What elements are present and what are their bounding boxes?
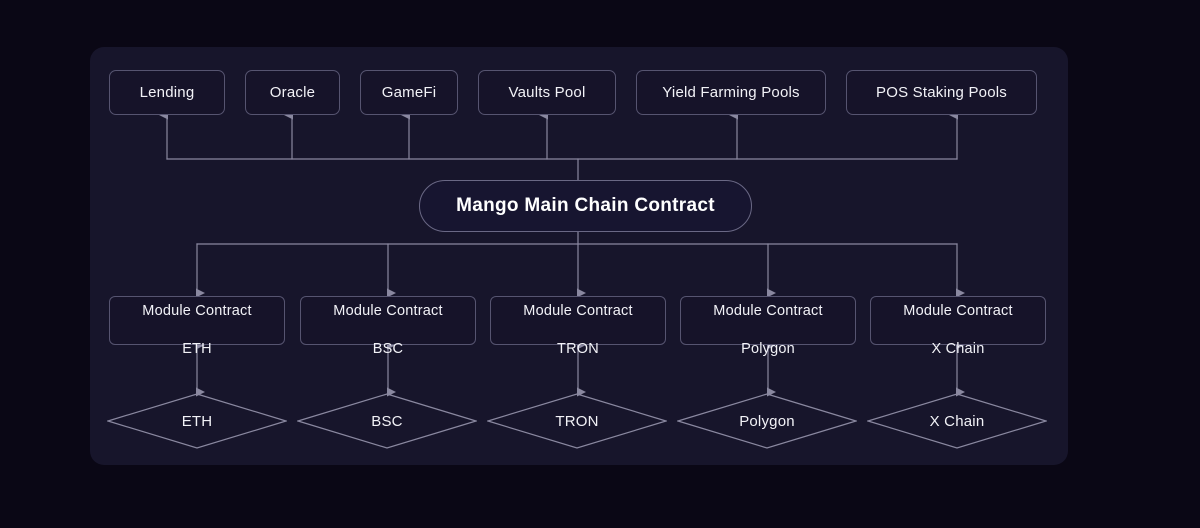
- node-chain-bsc[interactable]: BSC: [297, 393, 477, 449]
- node-lending[interactable]: Lending: [109, 70, 225, 115]
- module-contract-x-chain-label: Module Contract X Chain: [903, 283, 1012, 359]
- module-line-1: Module Contract: [333, 302, 443, 319]
- node-chain-tron[interactable]: TRON: [487, 393, 667, 449]
- module-line-2: Polygon: [741, 340, 795, 357]
- diamond-shape-eth: [107, 393, 287, 449]
- module-contract-tron-label: Module Contract TRON: [523, 283, 632, 359]
- module-contract-polygon-label: Module Contract Polygon: [713, 283, 822, 359]
- node-chain-eth[interactable]: ETH: [107, 393, 287, 449]
- node-module-contract-tron[interactable]: Module Contract TRON: [490, 296, 666, 357]
- module-line-1: Module Contract: [142, 302, 252, 319]
- diamond-shape-bsc: [297, 393, 477, 449]
- module-contract-eth-label: Module Contract ETH: [142, 283, 251, 359]
- node-module-contract-bsc[interactable]: Module Contract BSC: [300, 296, 476, 357]
- node-module-contract-eth[interactable]: Module Contract ETH: [109, 296, 285, 357]
- module-line-2: ETH: [182, 340, 212, 357]
- chain-label-eth: ETH: [181, 412, 213, 430]
- node-yield-farming-pools[interactable]: Yield Farming Pools: [636, 70, 826, 115]
- diamond-shape-x-chain: [867, 393, 1047, 449]
- diamond-shape-polygon: [677, 393, 857, 449]
- node-pos-staking-pools[interactable]: POS Staking Pools: [846, 70, 1037, 115]
- node-mango-main-chain-contract[interactable]: Mango Main Chain Contract: [419, 180, 752, 232]
- module-line-1: Module Contract: [713, 302, 823, 319]
- architecture-panel: Lending Oracle GameFi Vaults Pool Yield …: [90, 47, 1068, 465]
- node-oracle[interactable]: Oracle: [245, 70, 340, 115]
- node-gamefi[interactable]: GameFi: [360, 70, 458, 115]
- node-vaults-pool[interactable]: Vaults Pool: [478, 70, 616, 115]
- node-chain-x-chain[interactable]: X Chain: [867, 393, 1047, 449]
- node-module-contract-x-chain[interactable]: Module Contract X Chain: [870, 296, 1046, 357]
- module-line-1: Module Contract: [523, 302, 633, 319]
- module-line-2: X Chain: [931, 340, 985, 357]
- chain-label-tron: TRON: [555, 412, 599, 430]
- chain-label-polygon: Polygon: [739, 412, 795, 430]
- chain-label-x-chain: X Chain: [929, 412, 985, 430]
- diamond-shape-tron: [487, 393, 667, 449]
- module-line-2: TRON: [557, 340, 599, 357]
- chain-label-bsc: BSC: [371, 412, 403, 430]
- node-chain-polygon[interactable]: Polygon: [677, 393, 857, 449]
- module-line-2: BSC: [372, 340, 404, 357]
- module-line-1: Module Contract: [903, 302, 1013, 319]
- module-contract-bsc-label: Module Contract BSC: [333, 283, 442, 359]
- node-module-contract-polygon[interactable]: Module Contract Polygon: [680, 296, 856, 357]
